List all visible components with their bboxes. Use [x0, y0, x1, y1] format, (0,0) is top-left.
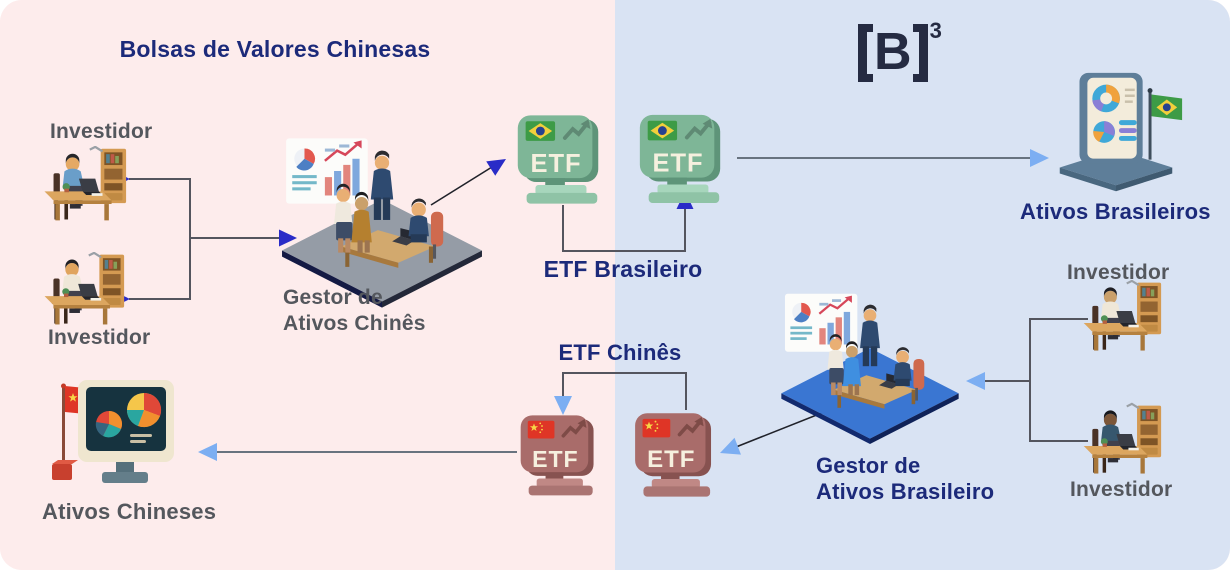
asset-manager-br-icon: [770, 292, 970, 444]
manager-cn-label-line2: Ativos Chinês: [283, 312, 426, 335]
b3-bracket-right: [912, 24, 928, 82]
china-etf-icon-blue-side: [624, 404, 724, 504]
ativos-brasileiros-label: Ativos Brasileiros: [1020, 199, 1211, 224]
manager-br-label-line1: Gestor de: [816, 453, 921, 478]
b3-exponent: 3: [929, 18, 942, 43]
pie-chart-icon: [1092, 84, 1120, 113]
left-region-title: Bolsas de Valores Chinesas: [119, 36, 431, 62]
brazil-etf-icon-pink-side: [506, 110, 612, 207]
pie-chart-icon-small: [1093, 121, 1116, 143]
investor-br-bottom-label: Investidor: [1070, 478, 1173, 501]
investor-cn-bottom-icon: [42, 252, 132, 328]
investor-br-top-label: Investidor: [1067, 261, 1170, 284]
asset-manager-cn-icon: [280, 136, 484, 308]
investor-cn-bottom-label: Investidor: [48, 326, 151, 349]
b3-letter: B: [874, 23, 912, 81]
etf-brasileiro-label: ETF Brasileiro: [543, 256, 703, 282]
pie-chart-icon-small: [95, 411, 123, 438]
investor-br-bottom-icon: [1082, 402, 1168, 478]
pie-chart-icon: [126, 392, 162, 428]
investor-br-top-icon: [1082, 280, 1168, 354]
b3-logo: B 3: [858, 18, 942, 82]
china-etf-icon-pink-side: [510, 404, 606, 505]
manager-cn-label-line1: Gestor de: [283, 286, 383, 309]
investor-cn-top-icon: [42, 146, 134, 224]
brazil-etf-icon-blue-side: [628, 110, 734, 206]
brazil-flag-icon: [1151, 94, 1183, 121]
investor-cn-top-label: Investidor: [50, 120, 153, 143]
chinese-assets-icon: [52, 380, 174, 483]
brazilian-assets-icon: [1059, 72, 1183, 192]
manager-cn-label: Gestor de Ativos Chinês: [283, 285, 426, 337]
ativos-chineses-label: Ativos Chineses: [42, 499, 217, 524]
b3-bracket-left: [858, 24, 873, 82]
manager-br-label-line2: Ativos Brasileiro: [816, 479, 995, 504]
etf-chines-label: ETF Chinês: [558, 340, 682, 365]
